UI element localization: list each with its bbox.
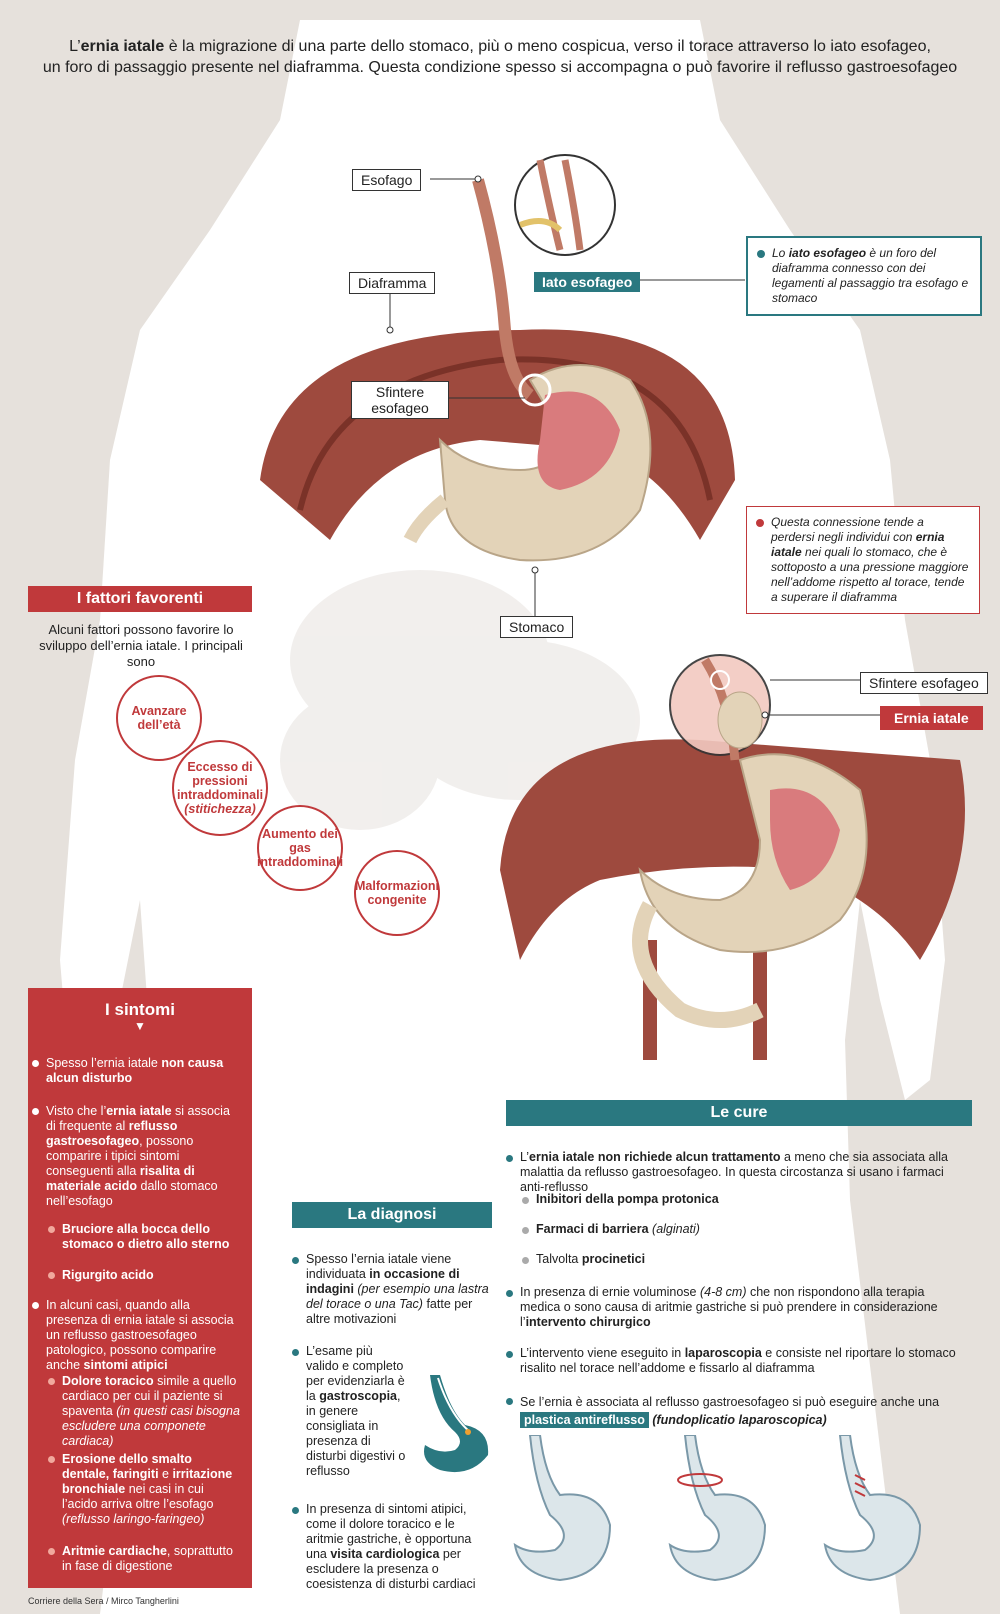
diagnosis-title: La diagnosi <box>292 1202 492 1228</box>
diagnosis-p2: L’esame più valido e completo per eviden… <box>306 1344 406 1478</box>
factor-malformazioni: Malformazioni congenite <box>354 850 440 936</box>
note-iato: Lo iato esofageo è un foro del diaframma… <box>746 236 982 316</box>
symptom-subitem: Bruciore alla bocca dello stomaco o diet… <box>48 1222 242 1252</box>
bullet-icon <box>522 1227 529 1234</box>
bullet-icon <box>522 1197 529 1204</box>
note-connessione: Questa connessione tende a perdersi negl… <box>746 506 980 614</box>
cures-title: Le cure <box>506 1100 972 1126</box>
bullet-icon <box>506 1351 513 1358</box>
fundoplication-illustration <box>513 1435 922 1582</box>
label-sfintere: Sfintere esofageo <box>351 381 449 419</box>
cures-p4: Se l’ernia è associata al reflusso gastr… <box>520 1395 940 1428</box>
arrow-down-icon: ▼ <box>134 1019 146 1033</box>
label-diaframma: Diaframma <box>349 272 436 294</box>
esophagus-shape <box>472 178 534 400</box>
symptoms-panel: I sintomi ▼ Spesso l’ernia iatale non ca… <box>28 988 252 1588</box>
bullet-icon <box>292 1349 299 1356</box>
bullet-icon <box>522 1257 529 1264</box>
label-esofago: Esofago <box>352 169 422 191</box>
symptoms-title: I sintomi <box>105 1000 175 1019</box>
bullet-icon <box>506 1290 513 1297</box>
diagnosis-p3: In presenza di sintomi atipici, come il … <box>306 1502 476 1591</box>
gastroscopy-illustration <box>424 1375 489 1473</box>
label-stomaco: Stomaco <box>500 616 574 638</box>
symptom-item: Visto che l’ernia iatale si associa di f… <box>32 1104 242 1209</box>
cures-drug-1: Inibitori della pompa protonica <box>536 1192 719 1206</box>
label-sfintere-2: Sfintere esofageo <box>860 672 988 694</box>
bullet-icon <box>292 1257 299 1264</box>
symptom-item: Spesso l’ernia iatale non causa alcun di… <box>32 1056 242 1086</box>
credit: Corriere della Sera / Mirco Tangherlini <box>28 1596 179 1606</box>
label-ernia-iatale: Ernia iatale <box>880 706 983 730</box>
factor-pressioni: Eccesso di pressioni intraddominali(stit… <box>172 740 268 836</box>
diagnosis-p1: Spesso l’ernia iatale viene individuata … <box>306 1252 489 1326</box>
cures-p3: L’intervento viene eseguito in laparosco… <box>520 1346 956 1375</box>
symptom-subitem: Dolore toracico simile a quello cardiaco… <box>48 1374 242 1449</box>
bullet-icon <box>292 1507 299 1514</box>
intro-text: L’ernia iatale è la migrazione di una pa… <box>42 38 958 76</box>
bullet-icon <box>756 519 764 527</box>
symptom-item: In alcuni casi, quando alla presenza di … <box>32 1298 242 1373</box>
bullet-icon <box>506 1155 513 1162</box>
factor-eta: Avanzare dell’età <box>116 675 202 761</box>
cures-drug-3: Talvolta procinetici <box>536 1252 646 1266</box>
label-iato-esofageo: Iato esofageo <box>534 272 641 292</box>
cures-p1: L’ernia iatale non richiede alcun tratta… <box>520 1150 948 1194</box>
symptom-subitem: Erosione dello smalto dentale, faringiti… <box>48 1452 242 1527</box>
factors-intro: Alcuni fattori possono favorire lo svilu… <box>39 622 243 669</box>
factors-title: I fattori favorenti <box>28 586 252 612</box>
symptom-subitem: Rigurgito acido <box>48 1268 242 1283</box>
cures-drug-2: Farmaci di barriera (alginati) <box>536 1222 700 1236</box>
factor-gas: Aumento dei gas intraddominali <box>257 805 343 891</box>
bullet-icon <box>506 1398 513 1405</box>
bullet-icon <box>757 250 765 258</box>
symptom-subitem: Aritmie cardiache, soprattutto in fase d… <box>48 1544 242 1574</box>
cures-p2: In presenza di ernie voluminose (4-8 cm)… <box>520 1285 938 1329</box>
